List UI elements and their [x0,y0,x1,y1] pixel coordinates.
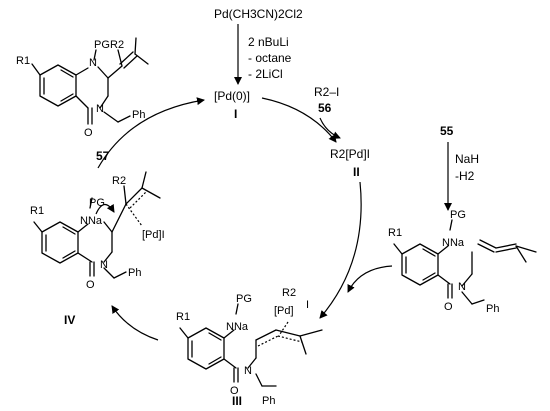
cycle-arrow-III-to-IV [111,305,159,341]
activation-loss-licl: - 2LiCl [248,67,283,81]
catalyst-I-formula: [Pd(0)] [214,89,250,103]
reagent-56-number: 56 [318,101,332,115]
product-57-n1: N [89,57,97,69]
activation-loss-octane: - octane [248,51,292,65]
allene-substrate-structure [393,219,537,305]
intermediate-III-iodide: I [306,299,309,311]
intermediate-III-phenyl: Ph [262,395,275,407]
product-57-r2: R2 [110,39,124,51]
intermediate-IV-r1: R1 [30,205,44,217]
reagent-56-entry-arrow [319,117,341,139]
intermediate-III-pd: [Pd] [274,305,294,317]
allene-r1: R1 [388,227,402,239]
allene-pg: PG [450,209,466,221]
substrate-entry-arrow [347,265,393,293]
intermediate-III-nna: NNa [226,321,249,333]
intermediate-IV-nna: NNa [80,215,103,227]
catalyst-I-label: I [234,107,237,121]
catalyst-II-formula: R2[Pd]I [330,147,370,161]
intermediate-IV-structure [33,171,161,279]
reagent-56-formula: R2–I [314,85,339,99]
intermediate-IV-label: IV [64,313,75,327]
intermediate-III-label: III [232,394,242,408]
product-57-r1: R1 [16,55,30,67]
product-57-pg: PG [94,39,110,51]
intermediate-IV-pd-iodide: [Pd]I [142,229,165,241]
intermediate-IV-pg: PG [89,197,105,209]
intermediate-III-n: N [244,365,252,377]
cycle-arrow-II-to-III [319,181,362,319]
intermediate-III-structure [179,303,323,387]
substrate-55-number: 55 [440,124,454,138]
catalyst-II-label: II [353,165,360,179]
product-57-number: 57 [96,149,110,163]
product-57-phenyl: Ph [132,109,145,121]
base-reagent: NaH [455,152,479,166]
product-57-n2: N [96,103,104,115]
intermediate-IV-r2: R2 [112,175,126,187]
product-57-oxygen: O [84,127,93,139]
allene-nna: NNa [442,237,465,249]
allene-n: N [458,281,466,293]
allene-phenyl: Ph [486,303,499,315]
intermediate-IV-n: N [100,259,108,271]
intermediate-IV-phenyl: Ph [128,267,141,279]
precatalyst-formula: Pd(CH3CN)2Cl2 [214,7,303,21]
cycle-arrow-I-to-II [261,97,337,143]
product-57-structure [31,37,149,125]
allene-oxygen: O [444,301,453,313]
intermediate-III-pg: PG [236,293,252,305]
intermediate-III-oxygen: O [230,385,239,397]
intermediate-III-r1: R1 [176,311,190,323]
intermediate-III-r2: R2 [282,287,296,299]
intermediate-IV-oxygen: O [86,279,95,291]
cycle-arrow-IV-to-I [97,97,205,169]
base-byproduct: -H2 [455,169,475,183]
activation-reagent: 2 nBuLi [248,35,289,49]
